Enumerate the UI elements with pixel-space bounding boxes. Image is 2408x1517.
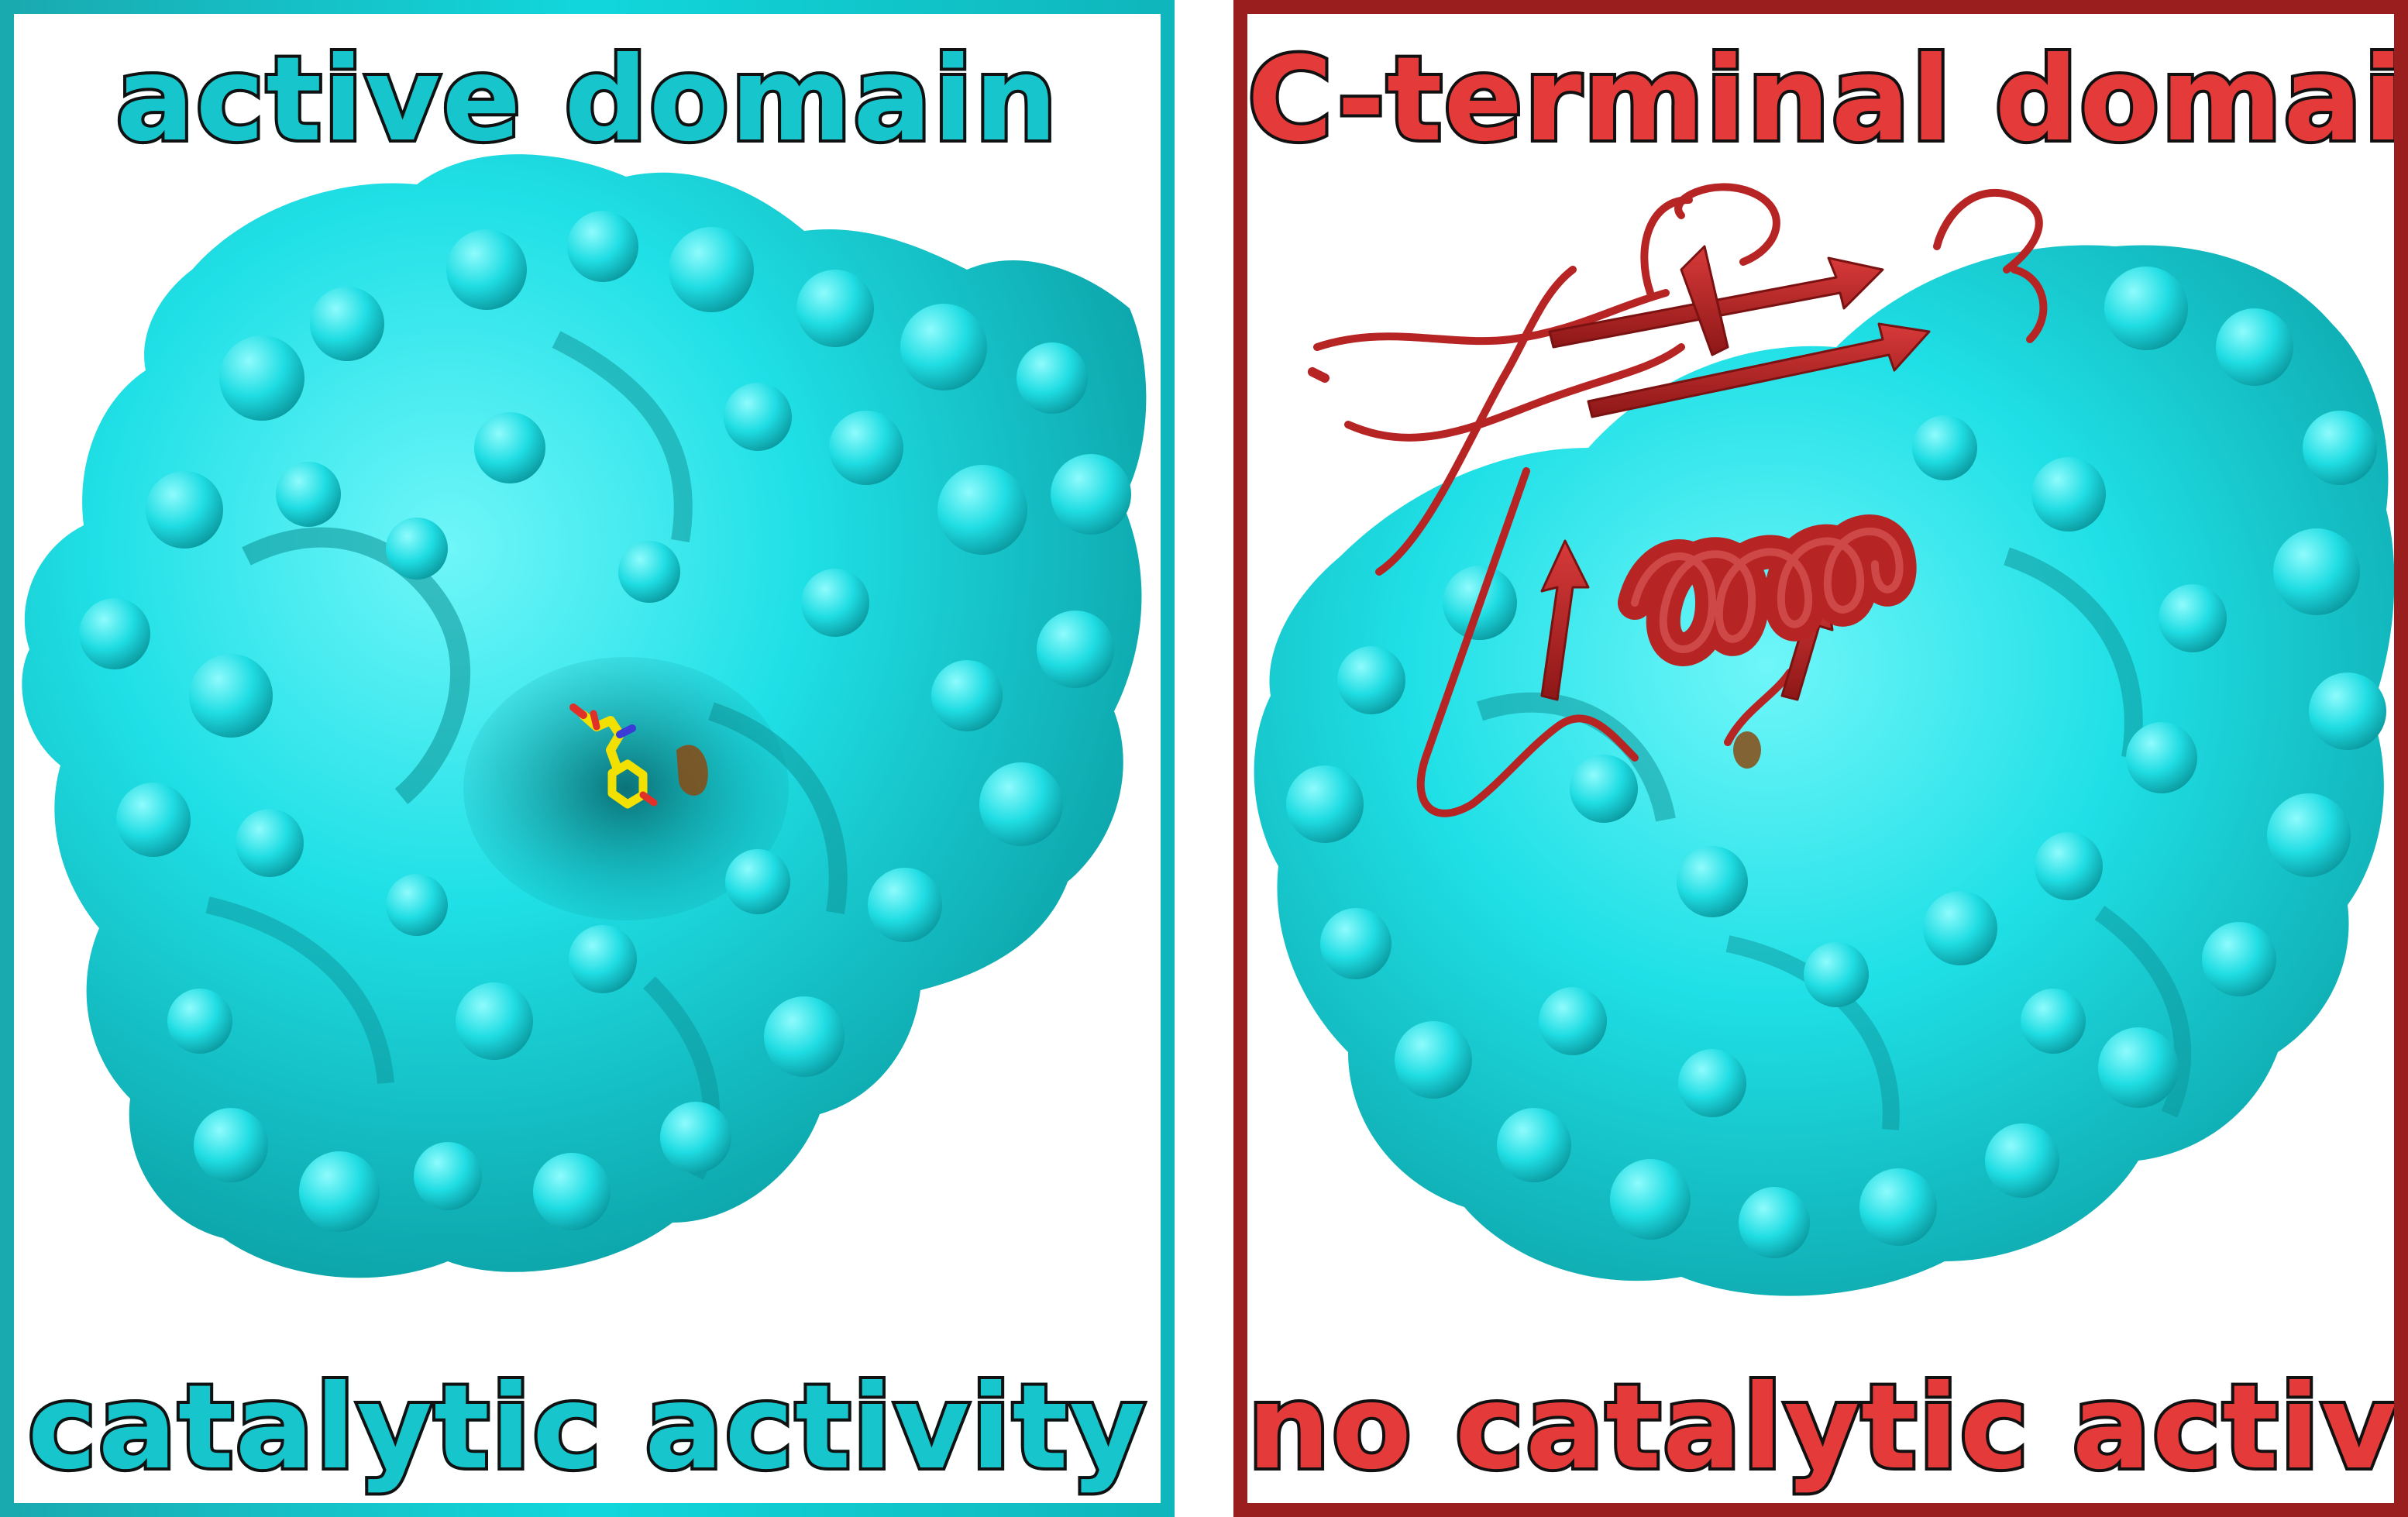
panel-title: C-terminal domain (1247, 33, 2408, 167)
protein-surface (1254, 245, 2394, 1296)
surface-atoms (79, 211, 1131, 1232)
ligand-stick-model (569, 703, 708, 809)
surface-atoms (1286, 267, 2386, 1258)
active-domain-surface-illustration (22, 154, 1147, 1278)
panel-title: active domain (14, 39, 1161, 161)
c-terminal-domain-illustration (1254, 183, 2394, 1296)
c-terminal-domain-panel: C-terminal domain no catalytic activity (1233, 0, 2408, 1517)
panel-caption: catalytic activity (14, 1367, 1161, 1489)
c-terminal-ribbon (1297, 183, 2048, 817)
active-domain-panel: active domain catalytic activity (0, 0, 1175, 1517)
panel-caption: no catalytic activity (1247, 1360, 2399, 1495)
